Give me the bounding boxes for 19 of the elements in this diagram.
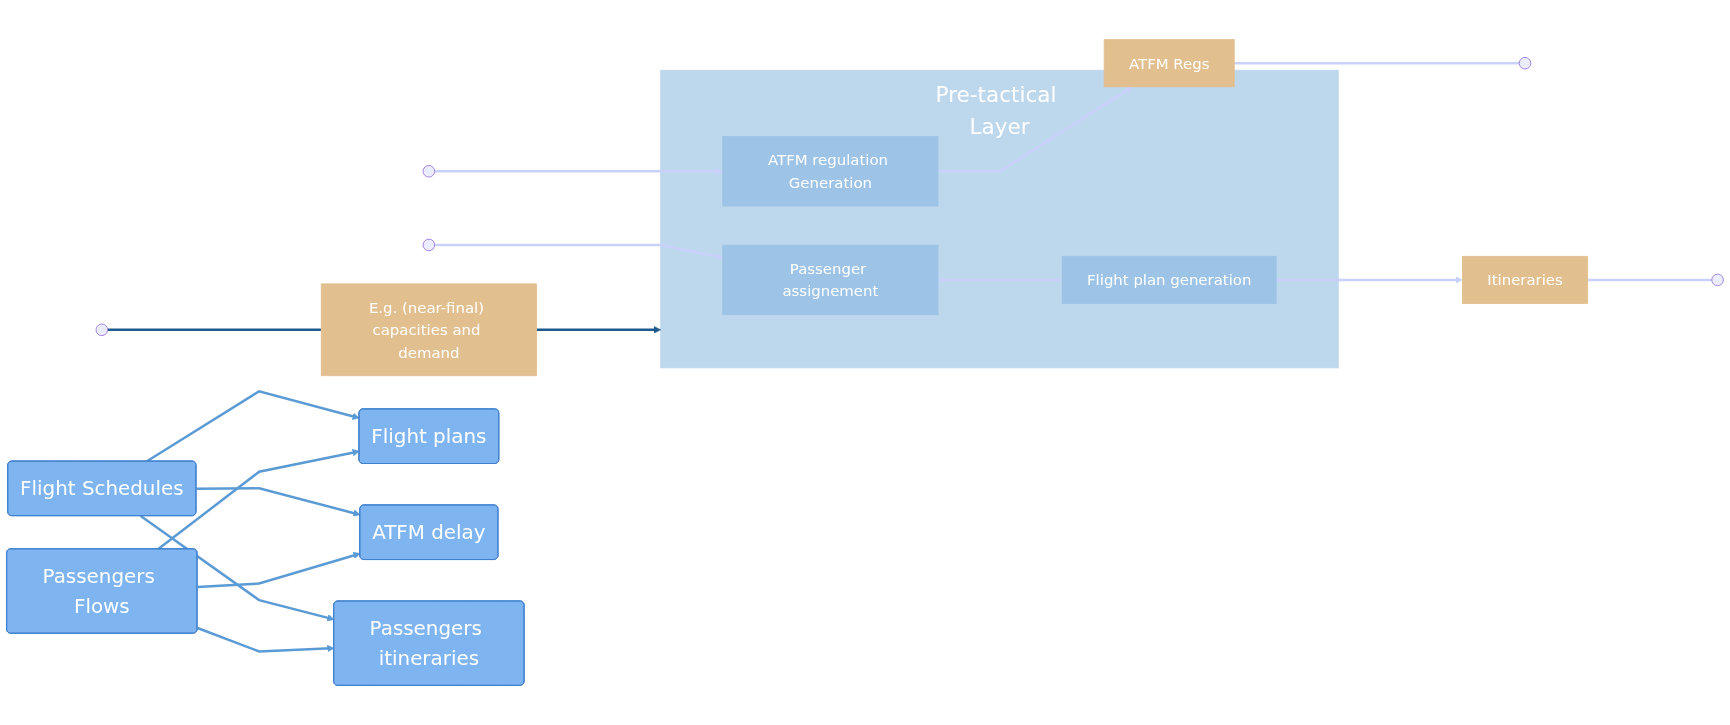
arrow [197,551,361,589]
arrow [140,515,335,622]
node-box: Flight plan generation [1061,255,1277,304]
arrow [1276,276,1463,284]
node-box: E.g. (near-final) capacities and demand [320,283,537,377]
arrow [197,626,335,653]
connector [1587,278,1712,282]
connector [1234,61,1520,65]
connector [107,328,322,332]
node-box: ATFM regulation Generation [722,136,939,207]
arrow [434,243,724,260]
arrow [196,487,361,517]
arrow [536,326,661,334]
arrow [434,167,724,175]
node-box: Itineraries [1462,255,1588,304]
node-box: ATFM Regs [1103,39,1235,88]
arrow [145,389,360,463]
arrow [938,86,1133,173]
node-box: Passenger assignement [722,244,939,316]
